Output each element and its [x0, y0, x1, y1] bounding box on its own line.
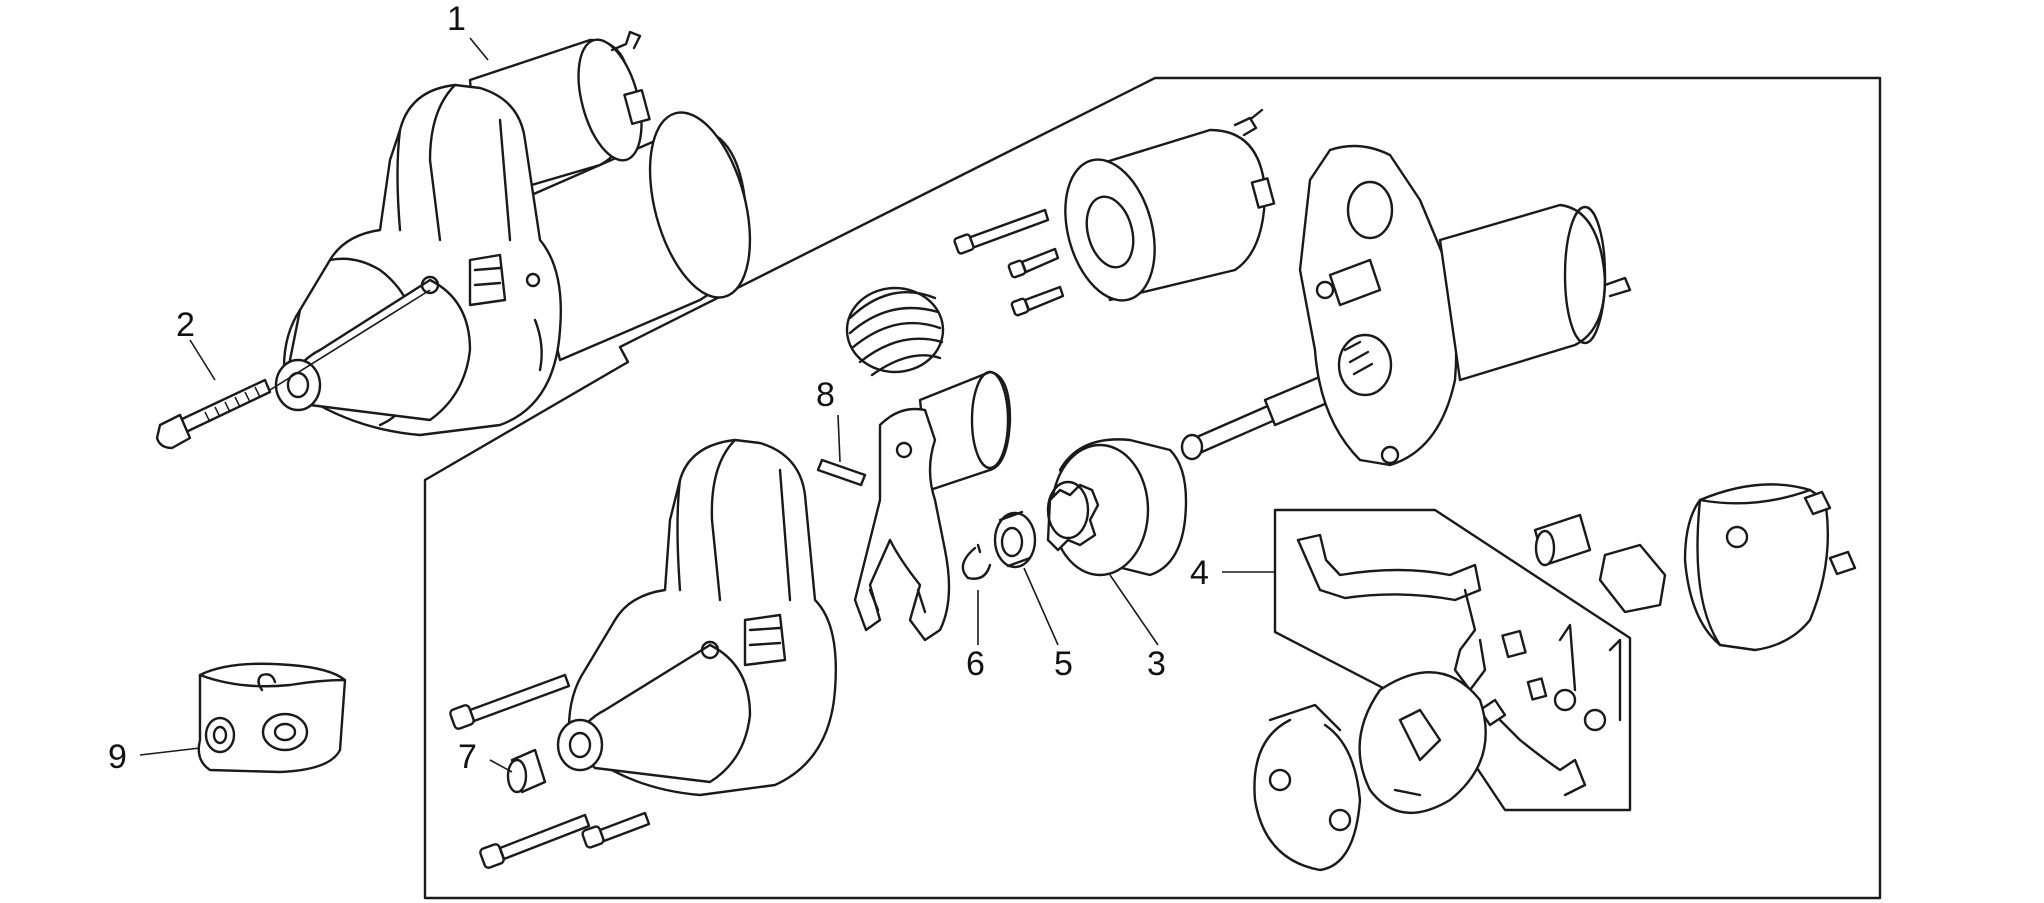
end-cover-band: [1683, 483, 1857, 652]
circlip-ring: [961, 543, 992, 580]
assembled-starter-motor: [274, 30, 752, 437]
drive-end-housing: [556, 438, 837, 797]
bushing-sleeve: [506, 748, 547, 794]
brush-kit-small-parts: [1533, 513, 1667, 614]
callout-2: 2: [176, 306, 195, 344]
repair-kit-pack: [197, 662, 347, 774]
callout-7: 7: [458, 738, 477, 776]
solenoid-switch: [1064, 108, 1276, 302]
pinion-drive: [1046, 438, 1188, 577]
callout-labels: 1 2 3 4 5 6 7 8 9: [108, 0, 1209, 776]
callout-leaders: [139, 37, 1275, 773]
callout-3: 3: [1147, 645, 1166, 683]
pivot-pin: [816, 458, 867, 487]
mounting-bolt: [155, 289, 431, 450]
callout-8: 8: [816, 376, 835, 414]
exploded-view-frame: [423, 76, 1882, 900]
engagement-lever: [853, 370, 1012, 642]
solenoid-screws: [953, 208, 1065, 317]
callout-9: 9: [108, 738, 127, 776]
callout-4: 4: [1190, 554, 1209, 592]
brush-holder-kit: [1253, 508, 1632, 872]
callout-1: 1: [447, 0, 466, 38]
armature-motor-housing: [1180, 144, 1632, 467]
callout-6: 6: [966, 645, 985, 683]
return-spring: [845, 286, 945, 377]
housing-bolts: [449, 673, 651, 869]
callout-5: 5: [1054, 645, 1073, 683]
stop-collar: [993, 510, 1037, 569]
brush-kit-frame: [1273, 508, 1632, 812]
